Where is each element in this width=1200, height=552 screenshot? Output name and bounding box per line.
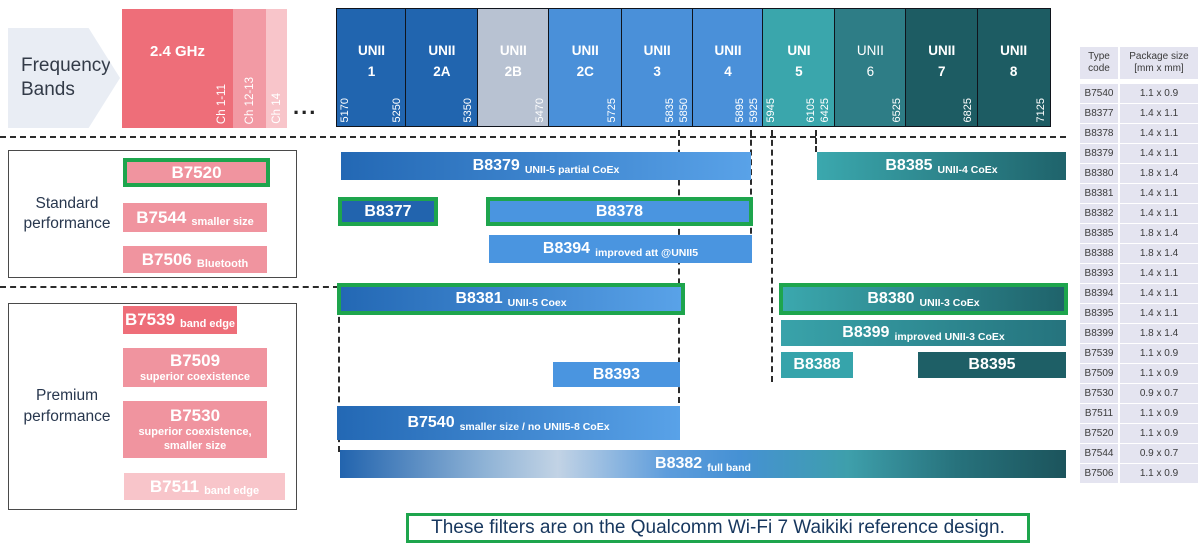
freq-label: 5470: [533, 97, 546, 122]
freq-label: 6425: [819, 97, 832, 122]
freq-label: 5350: [462, 97, 475, 122]
freq-label: 5835: [663, 97, 676, 122]
freq-label: 5850: [677, 97, 690, 122]
freq-label: 7125: [1034, 97, 1047, 122]
band-2-4ghz-label: 2.4 GHz: [149, 43, 206, 60]
band-2-4ghz: 2.4 GHz Ch 1-11 Ch 12-13 Ch 14: [122, 9, 287, 128]
filter-b8377: B8377: [338, 197, 438, 226]
freq-label: 6525: [890, 97, 903, 122]
band-2-4ghz-ch12-13: Ch 12-13: [233, 9, 266, 128]
freq-label: 6105: [805, 97, 818, 122]
band-2-4ghz-main: 2.4 GHz Ch 1-11: [122, 9, 233, 128]
premium-performance-title: Premium performance: [23, 387, 111, 425]
band-2-4ghz-ch14: Ch 14: [266, 9, 287, 128]
freq-label: 5170: [339, 97, 351, 122]
filter-b8395: B8395: [918, 352, 1066, 378]
band-gap-ellipsis: ...: [293, 94, 318, 119]
filter-b7520: B7520: [123, 158, 270, 187]
freq-label: 5725: [606, 97, 619, 122]
table-header-row: Type code Package size [mm x mm]: [1080, 47, 1198, 79]
reference-design-caption: These filters are on the Qualcomm Wi-Fi …: [406, 513, 1030, 543]
dashed-line-top: [0, 136, 1066, 138]
filter-b8388: B8388: [781, 352, 853, 378]
freq-label: 5895: [734, 97, 747, 122]
filter-b8378: B8378: [486, 197, 753, 226]
freq-label: 5945: [765, 97, 778, 122]
frequency-bands-label: Frequency Bands: [21, 55, 111, 100]
dashed-line-left: [338, 287, 340, 452]
dashed-line-5925: [771, 130, 773, 382]
filter-b8393: B8393: [553, 362, 680, 387]
freq-label: 6825: [962, 97, 975, 122]
frequency-bands-arrow: Frequency Bands: [8, 28, 120, 128]
channel-label-12-13: Ch 12-13: [243, 76, 256, 124]
type-code-header: Type code: [1080, 47, 1118, 79]
dashed-line-5895: [750, 130, 752, 263]
package-size-header: Package size [mm x mm]: [1120, 47, 1198, 79]
freq-label: 5250: [391, 97, 403, 122]
dashed-line-6105: [815, 130, 817, 152]
channel-label-14: Ch 14: [270, 93, 283, 124]
standard-performance-title: Standard performance: [23, 194, 111, 232]
dashed-line-middle: [0, 286, 339, 288]
freq-label: 5925: [748, 97, 761, 122]
channel-label-1-11: Ch 1-11: [215, 83, 228, 124]
dashed-line-5835: [678, 130, 680, 403]
